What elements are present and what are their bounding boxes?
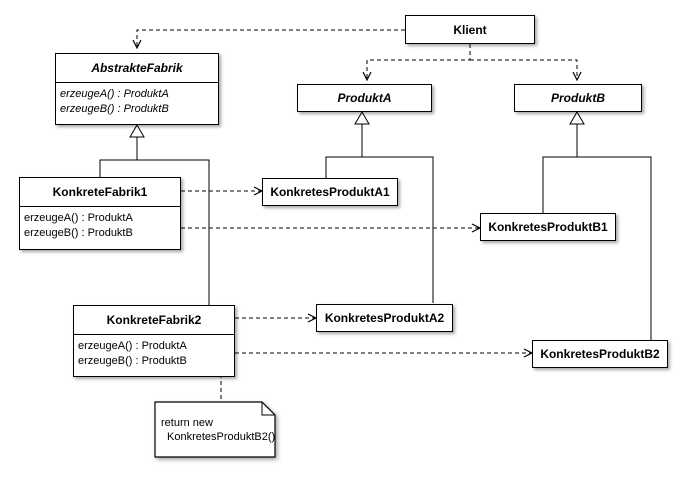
- class-concrete-product-b1: KonkretesProduktB1: [480, 213, 616, 241]
- operation-erzeugeA: erzeugeA() : ProduktA: [78, 340, 187, 352]
- class-concrete-product-b2-name: KonkretesProduktB2: [540, 347, 660, 361]
- class-concrete-product-a1: KonkretesProduktA1: [262, 178, 398, 206]
- operation-erzeugeB: erzeugeB() : ProduktB: [78, 355, 187, 367]
- note-text: return new KonkretesProduktB2(): [161, 416, 275, 444]
- dependency-client-abstractfactory: [137, 29, 405, 48]
- note-line-2: KonkretesProduktB2(): [167, 431, 276, 443]
- class-concrete-factory-2: KonkreteFabrik2 erzeugeA() : ProduktA er…: [73, 305, 235, 377]
- class-product-b-name: ProduktB: [551, 91, 605, 105]
- note-line-1: return new: [161, 417, 213, 429]
- class-client: Klient: [405, 15, 535, 44]
- class-concrete-product-a2-name: KonkretesProduktA2: [324, 311, 445, 325]
- class-product-b: ProduktB: [514, 84, 642, 112]
- note-shape: [154, 401, 276, 458]
- class-concrete-factory-1-name: KonkreteFabrik1: [52, 185, 148, 199]
- class-abstract-factory: AbstrakteFabrik erzeugeA() : ProduktA er…: [55, 53, 219, 125]
- class-product-a-name: ProduktA: [337, 91, 392, 105]
- class-concrete-product-b2: KonkretesProduktB2: [532, 340, 668, 368]
- generalization-triangle-factory: [129, 124, 145, 138]
- class-concrete-factory-2-operations: erzeugeA() : ProduktA erzeugeB() : Produ…: [74, 334, 234, 373]
- class-product-a: ProduktA: [297, 84, 432, 112]
- class-abstract-factory-operations: erzeugeA() : ProduktA erzeugeB() : Produ…: [56, 82, 218, 121]
- dependency-client-productb: [470, 59, 577, 80]
- class-client-name: Klient: [453, 22, 487, 37]
- operation-erzeugeA: erzeugeA() : ProduktA: [60, 88, 169, 100]
- class-concrete-product-b1-name: KonkretesProduktB1: [488, 220, 608, 234]
- operation-erzeugeB: erzeugeB() : ProduktB: [60, 103, 169, 115]
- class-concrete-product-a2: KonkretesProduktA2: [316, 304, 453, 332]
- class-concrete-factory-1: KonkreteFabrik1 erzeugeA() : ProduktA er…: [19, 177, 181, 250]
- generalization-triangle-producta: [354, 111, 370, 125]
- class-concrete-product-a1-name: KonkretesProduktA1: [270, 185, 390, 199]
- generalization-triangle-productb: [569, 111, 585, 125]
- class-abstract-factory-name: AbstrakteFabrik: [91, 61, 183, 75]
- dependency-client-products: [367, 44, 471, 80]
- operation-erzeugeB: erzeugeB() : ProduktB: [24, 227, 133, 239]
- class-concrete-factory-1-operations: erzeugeA() : ProduktA erzeugeB() : Produ…: [20, 206, 180, 245]
- operation-erzeugeA: erzeugeA() : ProduktA: [24, 212, 133, 224]
- class-concrete-factory-2-name: KonkreteFabrik2: [106, 313, 202, 327]
